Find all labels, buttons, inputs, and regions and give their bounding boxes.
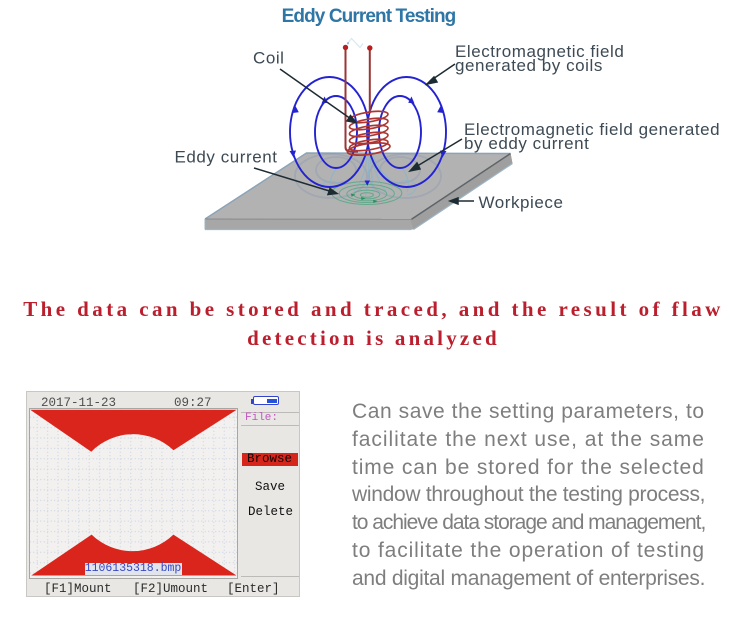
svg-text:by eddy current: by eddy current (464, 134, 589, 153)
svg-text:Electromagnetic field generate: Electromagnetic field generated (464, 120, 720, 139)
svg-text:Eddy current: Eddy current (175, 148, 278, 167)
svg-text:Workpiece: Workpiece (479, 193, 564, 212)
svg-text:Electromagnetic field: Electromagnetic field (455, 42, 624, 61)
svg-text:generated by coils: generated by coils (455, 56, 603, 75)
svg-text:Coil: Coil (253, 49, 285, 68)
